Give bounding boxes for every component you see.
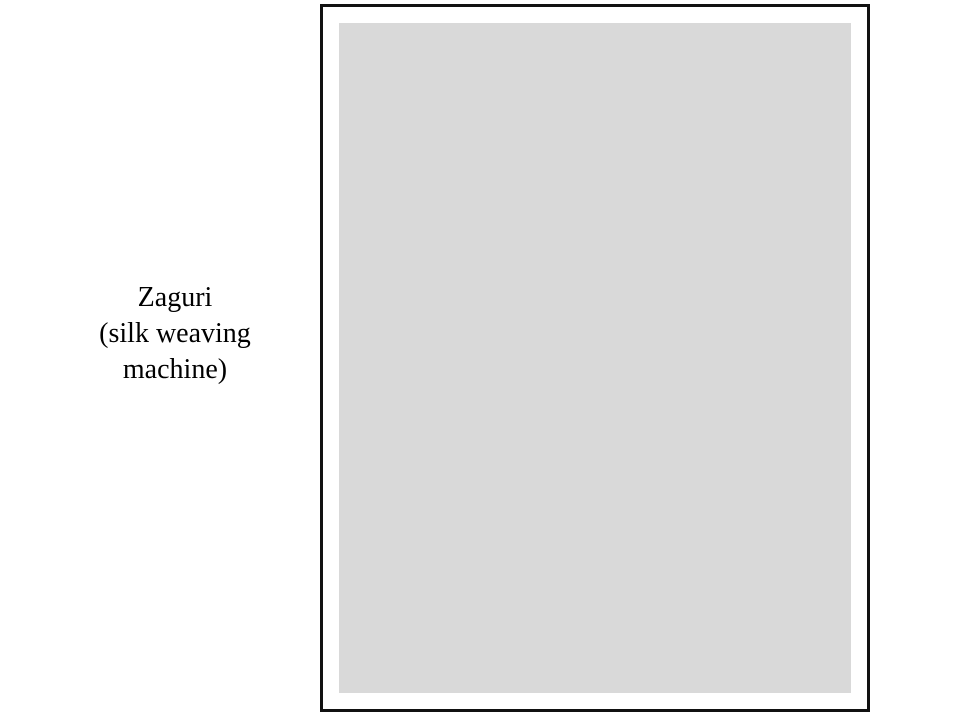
caption-line-3: machine) <box>122 354 228 385</box>
caption-line-1: Zaguri <box>137 282 213 313</box>
zaguri-illustration <box>339 23 851 693</box>
caption-line-2: (silk weaving <box>99 318 251 349</box>
illustration-frame <box>320 4 870 712</box>
caption: Zaguri (silk weaving machine) <box>80 280 270 388</box>
